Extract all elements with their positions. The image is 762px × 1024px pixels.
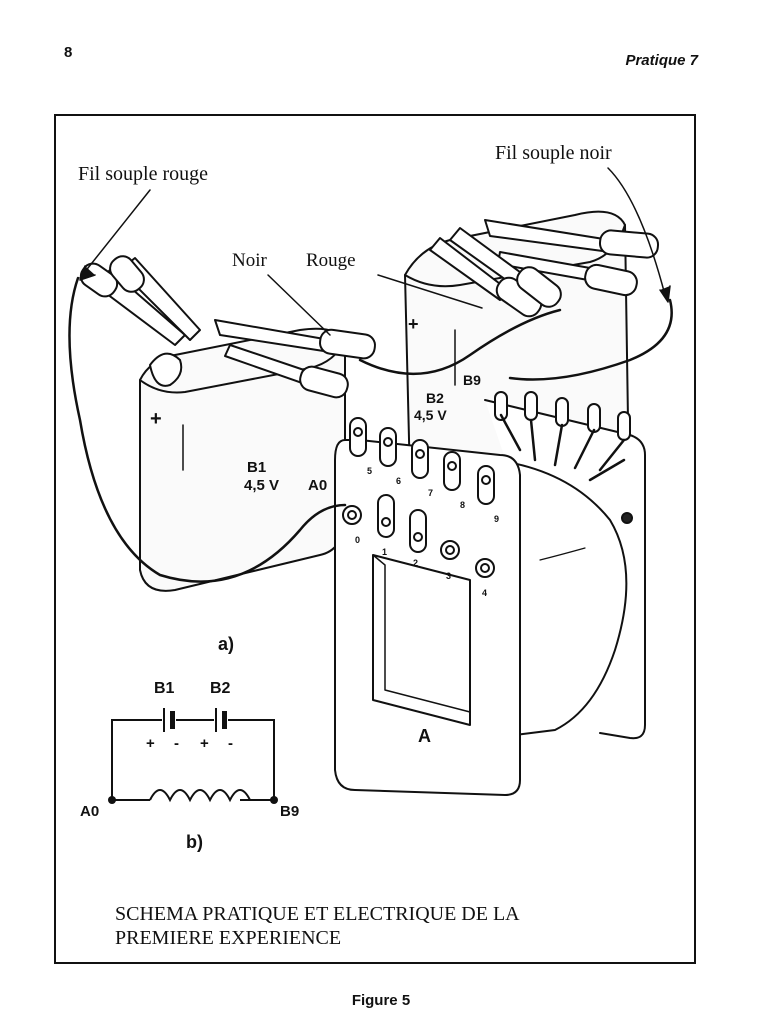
- terminal-label-3: 3: [446, 571, 451, 581]
- wire-red: [68, 276, 347, 583]
- label-noir: Noir: [232, 250, 268, 271]
- label-coil-a: A: [418, 726, 431, 746]
- terminal-label-8: 8: [460, 500, 465, 510]
- label-b1-voltage: 4,5 V: [244, 477, 279, 494]
- label-fil-souple-rouge: Fil souple rouge: [78, 163, 208, 185]
- schematic-label-b1: B1: [154, 680, 175, 697]
- figure-frame: [54, 114, 696, 964]
- running-head: Pratique 7: [625, 52, 698, 69]
- schematic-plus-b2: +: [200, 735, 209, 752]
- label-b2: B2: [426, 390, 444, 406]
- terminal-label-9: 9: [494, 514, 499, 524]
- clip-right: [429, 219, 660, 318]
- schematic-plus-b1: +: [146, 735, 155, 752]
- schematic-minus-b1: -: [174, 735, 179, 752]
- part-a-label: a): [218, 634, 234, 654]
- coil-bobbin: [334, 399, 646, 796]
- terminal-label-5: 5: [367, 466, 372, 476]
- clip-middle: [214, 319, 376, 399]
- terminal-label-1: 1: [382, 547, 387, 557]
- figure-label: Figure 5: [351, 992, 411, 1009]
- wire-black: [508, 298, 673, 381]
- label-fil-souple-noir: Fil souple noir: [495, 142, 612, 164]
- figure-caption-line1: SCHEMA PRATIQUE ET ELECTRIQUE DE LA: [115, 903, 520, 925]
- terminal-label-7: 7: [428, 488, 433, 498]
- terminal-label-4: 4: [482, 588, 487, 598]
- clip-left: [79, 255, 201, 387]
- label-plus-b1: +: [150, 408, 162, 430]
- terminal-row-top: [349, 417, 495, 505]
- schematic-b: B1 B2 + - + - A0 B9 b): [80, 680, 299, 852]
- schematic-label-a0: A0: [80, 803, 99, 820]
- label-a0: A0: [308, 477, 327, 494]
- wire-jumper: [358, 308, 562, 375]
- page-number: 8: [64, 44, 73, 61]
- label-plus-b2: +: [408, 314, 419, 334]
- part-b-label: b): [186, 832, 203, 852]
- terminal-label-0: 0: [355, 535, 360, 545]
- terminal-label-6: 6: [396, 476, 401, 486]
- schematic-label-b2: B2: [210, 680, 231, 697]
- label-rouge: Rouge: [306, 250, 356, 271]
- label-b9: B9: [463, 372, 481, 388]
- schematic-minus-b2: -: [228, 735, 233, 752]
- back-terminals: [494, 391, 633, 524]
- label-b2-voltage: 4,5 V: [414, 407, 447, 423]
- label-b1: B1: [247, 459, 266, 476]
- terminal-label-2: 2: [413, 558, 418, 568]
- terminal-row-bottom: [342, 494, 495, 578]
- schematic-label-b9: B9: [280, 803, 299, 820]
- figure-caption-line2: PREMIERE EXPERIENCE: [115, 927, 341, 949]
